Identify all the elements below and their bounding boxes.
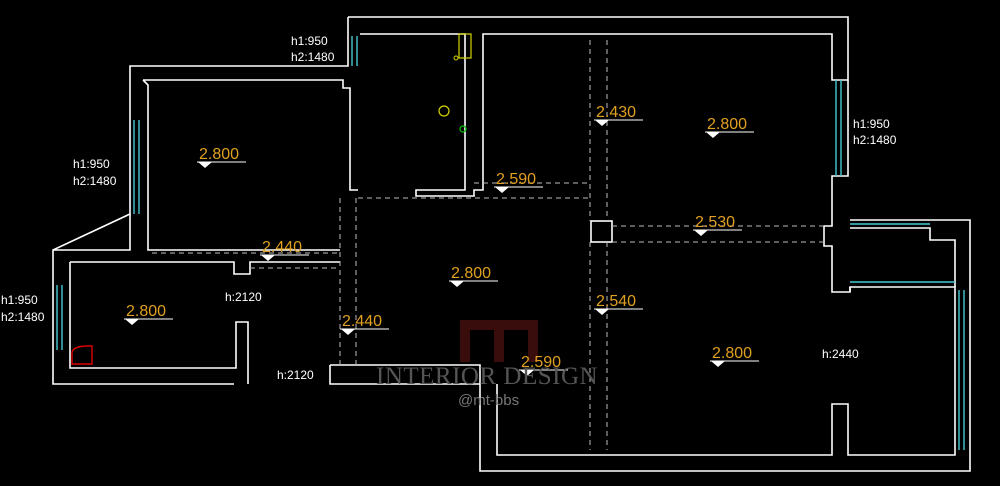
svg-text:2.430: 2.430: [596, 104, 636, 121]
svg-text:2.800: 2.800: [451, 265, 491, 282]
door-height-label: h:2440: [822, 347, 859, 361]
ceiling-height-marker: 2.800: [197, 146, 246, 168]
ceiling-height-marker: 2.440: [340, 313, 389, 335]
watermark-logo: [460, 320, 538, 362]
door-height-label: h:2120: [225, 290, 262, 304]
door-height-label: h:2120: [277, 368, 314, 382]
door-labels: h:2120 h:2120 h:2440: [225, 290, 859, 382]
window-sill-label: h1:950: [291, 34, 328, 48]
ceiling-height-marker: 2.800: [124, 303, 173, 325]
svg-text:2.590: 2.590: [496, 171, 536, 188]
ceiling-height-marker: 2.430: [594, 104, 643, 126]
svg-text:2.800: 2.800: [199, 146, 239, 163]
svg-text:2.530: 2.530: [695, 214, 735, 231]
ceiling-height-marker: 2.540: [594, 293, 643, 315]
ceiling-height-marker: 2.800: [705, 116, 754, 138]
window-labels: h1:950 h2:1480 h1:950 h2:1480 h1:950 h2:…: [1, 34, 897, 324]
corner-mark: [71, 345, 93, 365]
watermark-title: INTERIOR DESIGN: [376, 363, 598, 390]
ceiling-height-marker: 2.800: [710, 345, 759, 367]
window-head-label: h2:1480: [73, 174, 117, 188]
svg-text:2.800: 2.800: [126, 303, 166, 320]
window-head-label: h2:1480: [1, 310, 45, 324]
window-sill-label: h1:950: [1, 293, 38, 307]
ceiling-height-marker: 2.590: [519, 354, 568, 376]
svg-text:2.590: 2.590: [521, 354, 561, 371]
ceiling-heights: 2.800 2.800 2.800 2.800 2.800 2.440 2.44…: [124, 104, 759, 376]
window-sill-label: h1:950: [73, 157, 110, 171]
watermark-handle: @mt-bbs: [458, 392, 519, 409]
walls: [52, 16, 971, 472]
window-head-label: h2:1480: [853, 133, 897, 147]
svg-text:2.800: 2.800: [707, 116, 747, 133]
ceiling-height-marker: 2.440: [260, 239, 309, 261]
svg-text:2.540: 2.540: [596, 293, 636, 310]
svg-text:2.800: 2.800: [712, 345, 752, 362]
window-sill-label: h1:950: [853, 117, 890, 131]
windows: [56, 36, 965, 450]
ceiling-height-marker: 2.800: [449, 265, 498, 287]
ceiling-height-marker: 2.590: [494, 171, 543, 193]
room-boundaries: [152, 40, 824, 450]
svg-text:2.440: 2.440: [342, 313, 382, 330]
svg-text:2.440: 2.440: [262, 239, 302, 256]
window-head-label: h2:1480: [291, 50, 335, 64]
bathroom-fixtures: [438, 33, 472, 133]
ceiling-height-marker: 2.530: [693, 214, 742, 236]
